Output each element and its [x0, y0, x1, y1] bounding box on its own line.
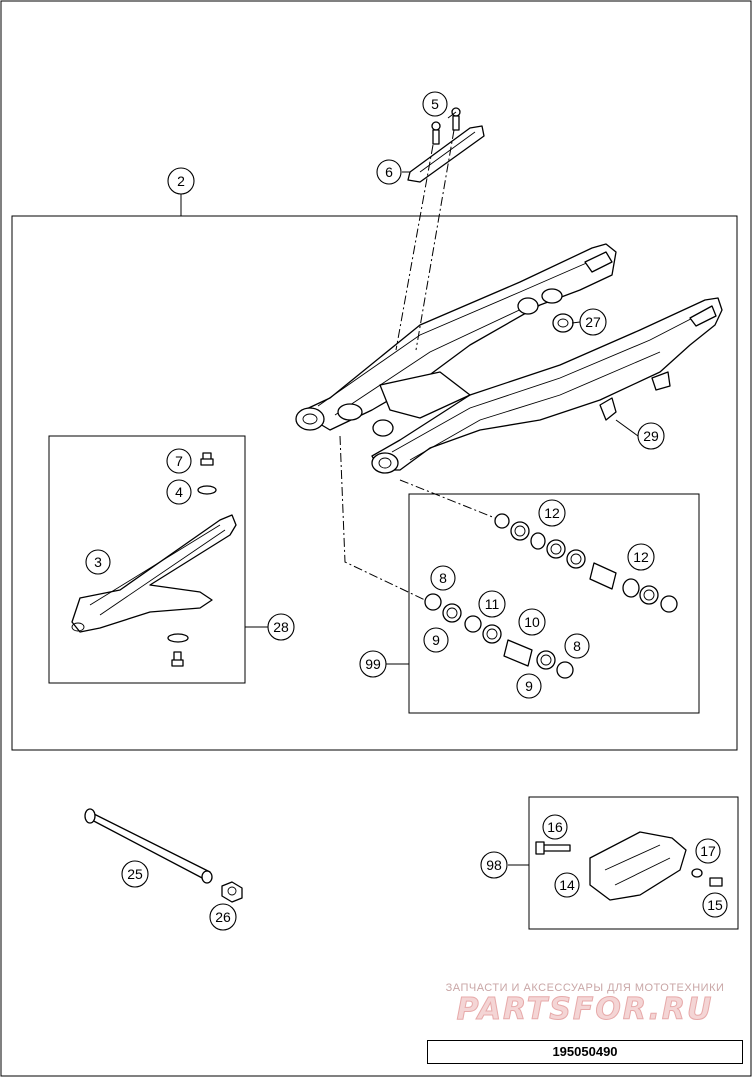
svg-text:3: 3 [94, 554, 102, 570]
chain-guide-kit-box [528, 796, 739, 930]
callout-7: 7 [166, 448, 192, 474]
svg-text:15: 15 [707, 897, 723, 913]
svg-text:25: 25 [127, 866, 143, 882]
callout-4: 4 [166, 479, 192, 505]
svg-text:11: 11 [485, 596, 500, 612]
svg-text:29: 29 [643, 428, 659, 444]
callout-98: 98 [480, 851, 508, 879]
svg-text:28: 28 [273, 619, 289, 635]
callout-29: 29 [637, 422, 665, 450]
leader-lines [180, 111, 639, 866]
svg-text:99: 99 [365, 656, 381, 672]
svg-text:17: 17 [700, 843, 716, 859]
svg-text:5: 5 [431, 96, 439, 112]
bearing-kit-drawing [424, 513, 678, 679]
assembly-line-bolt-b [415, 129, 455, 351]
svg-text:12: 12 [633, 549, 649, 565]
callout-11: 11 [478, 590, 506, 618]
svg-text:7: 7 [175, 453, 183, 469]
chain-slider-drawing [71, 452, 237, 667]
callout-15: 15 [702, 892, 728, 918]
callout-17: 17 [695, 838, 721, 864]
callout-8a: 8 [430, 565, 456, 591]
callout-9a: 9 [423, 627, 449, 653]
callout-12a: 12 [538, 499, 566, 527]
svg-text:2: 2 [177, 173, 185, 189]
chain-guard-plate [407, 107, 485, 183]
callout-27: 27 [579, 308, 607, 336]
watermark-logo: PARTSFOR.RU [456, 992, 714, 1027]
callout-12b: 12 [627, 543, 655, 571]
callout-6: 6 [376, 159, 402, 185]
svg-text:26: 26 [215, 909, 231, 925]
chain-guide-drawing [535, 831, 723, 901]
swingarm-drawing [295, 243, 723, 474]
svg-text:12: 12 [544, 505, 560, 521]
assembly-line-bolt-a [395, 144, 434, 351]
assembly-line-pivot-lower [339, 435, 426, 601]
callout-8b: 8 [564, 633, 590, 659]
diagram-number: 195050490 [427, 1040, 743, 1064]
svg-text:8: 8 [573, 638, 581, 654]
callout-14: 14 [554, 872, 580, 898]
bearing-kit-box [408, 493, 700, 714]
axle-drawing [84, 808, 243, 903]
svg-text:14: 14 [559, 877, 575, 893]
callout-3: 3 [85, 549, 111, 575]
svg-text:6: 6 [385, 164, 393, 180]
callout-25: 25 [121, 860, 149, 888]
callout-26: 26 [209, 903, 237, 931]
svg-text:27: 27 [585, 314, 601, 330]
watermark: ЗАПЧАСТИ И АКСЕССУАРЫ ДЛЯ МОТОТЕХНИКИ PA… [425, 982, 745, 1026]
callout-10: 10 [518, 608, 546, 636]
callout-16: 16 [542, 814, 568, 840]
swingarm-assembly-box [11, 215, 738, 751]
callout-2: 2 [167, 167, 195, 195]
svg-text:10: 10 [524, 614, 540, 630]
callout-28: 28 [267, 613, 295, 641]
svg-text:4: 4 [175, 484, 183, 500]
callout-9b: 9 [516, 673, 542, 699]
assembly-line-pivot-upper [399, 479, 496, 519]
chain-slider-kit-box [48, 435, 246, 684]
watermark-caption: ЗАПЧАСТИ И АКСЕССУАРЫ ДЛЯ МОТОТЕХНИКИ [445, 982, 725, 994]
svg-text:8: 8 [439, 570, 447, 586]
svg-text:16: 16 [547, 819, 563, 835]
svg-text:9: 9 [525, 678, 533, 694]
callout-99: 99 [359, 650, 387, 678]
svg-text:98: 98 [486, 857, 502, 873]
svg-text:9: 9 [432, 632, 440, 648]
callout-5: 5 [422, 91, 448, 117]
